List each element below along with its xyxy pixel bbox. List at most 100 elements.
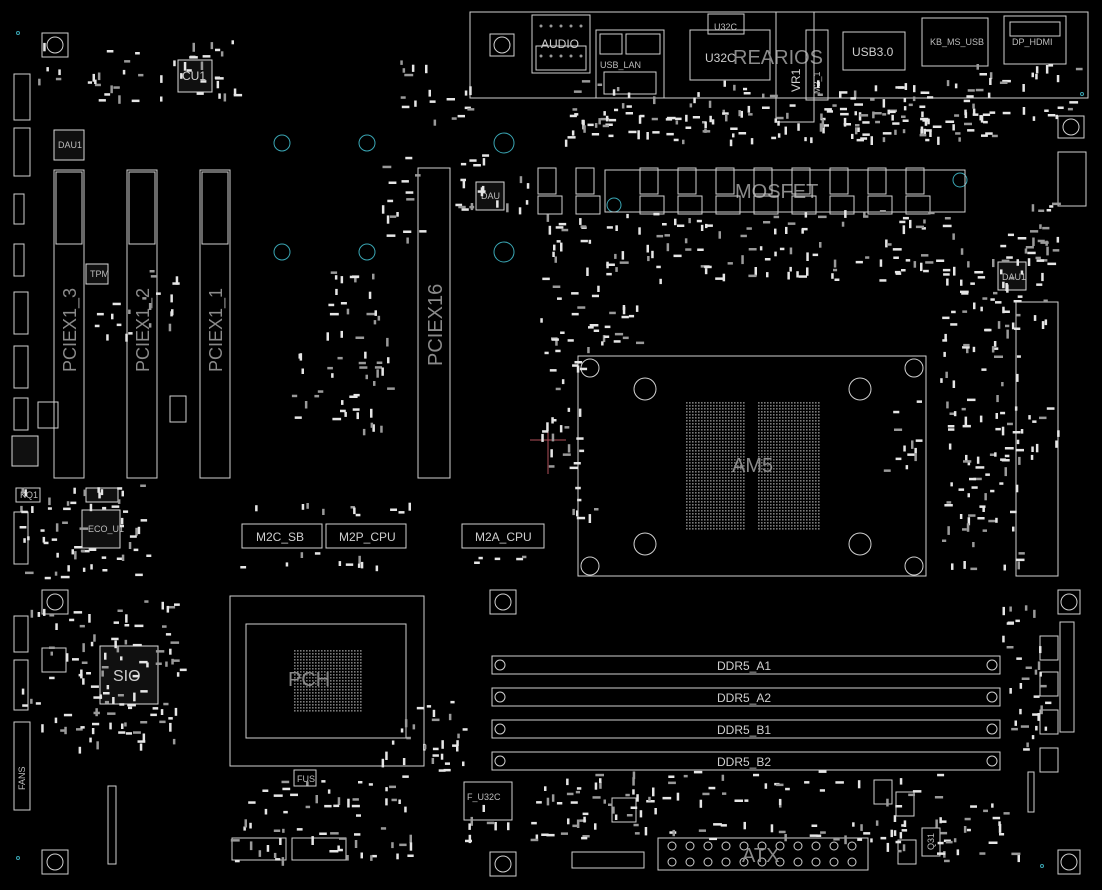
socket-pin [818, 423, 820, 425]
socket-pin [707, 528, 709, 530]
smd-pad [979, 852, 986, 855]
smd-pad [111, 313, 114, 320]
smd-pad [851, 133, 854, 139]
socket-pin [722, 444, 724, 446]
socket-pin [701, 414, 703, 416]
socket-pin [743, 516, 745, 518]
socket-pin [716, 426, 718, 428]
pch-pin [333, 686, 335, 688]
pch-pin [360, 689, 362, 691]
smd-pad [944, 859, 950, 863]
socket-pin [710, 453, 712, 455]
socket-pin [797, 447, 799, 449]
smd-pad [1027, 251, 1036, 255]
socket-pin [770, 510, 772, 512]
socket-pin [719, 504, 721, 506]
socket-pin [800, 450, 802, 452]
pch-pin [360, 668, 362, 670]
smd-pad [351, 804, 360, 808]
socket-pin [791, 459, 793, 461]
smd-pad [874, 112, 882, 115]
smd-pad [402, 758, 406, 766]
socket-pin [818, 432, 820, 434]
socket-pin [812, 519, 814, 521]
socket-pin [686, 426, 688, 428]
smd-pad [955, 132, 961, 135]
pch-pin [309, 662, 311, 664]
pch-pin [339, 665, 341, 667]
smd-pad [448, 713, 452, 721]
socket-pin [692, 504, 694, 506]
smd-pad [985, 132, 993, 135]
kb-ms-usb-connector [921, 17, 989, 67]
socket-pin [764, 435, 766, 437]
socket-pin [800, 408, 802, 410]
socket-pin [803, 429, 805, 431]
smd-pad [972, 542, 975, 548]
socket-pin [788, 516, 790, 518]
socket-pin [722, 477, 724, 479]
socket-pin [773, 435, 775, 437]
smd-pad [90, 685, 99, 688]
smd-pad [764, 783, 768, 789]
smd-pad [1001, 426, 1005, 436]
smd-pad [113, 86, 120, 89]
socket-pin [809, 519, 811, 521]
socket-pin [719, 411, 721, 413]
smd-pad [740, 110, 743, 118]
socket-pin [812, 528, 814, 530]
pch-pin [303, 704, 305, 706]
pch-pin [300, 710, 302, 712]
pciex1-2-slot [126, 169, 158, 479]
smd-pad [975, 88, 984, 92]
socket-pin [785, 471, 787, 473]
socket-pin [785, 504, 787, 506]
smd-pad [66, 501, 70, 506]
smd-pad [304, 401, 308, 409]
socket-pin [734, 456, 736, 458]
socket-pin [797, 438, 799, 440]
smd-pad [740, 234, 747, 238]
socket-pin [779, 522, 781, 524]
socket-pin [773, 423, 775, 425]
smd-pad [80, 549, 85, 553]
socket-pin [758, 465, 760, 467]
socket-pin [770, 513, 772, 515]
smd-pad [1002, 281, 1005, 289]
socket-pin [713, 453, 715, 455]
smd-pad [155, 662, 162, 665]
socket-pin [812, 453, 814, 455]
socket-pin [686, 417, 688, 419]
socket-pin [779, 432, 781, 434]
socket-pin [797, 408, 799, 410]
pch-pin [318, 677, 320, 679]
socket-pin [710, 504, 712, 506]
smd-pad [132, 643, 142, 647]
socket-pin [818, 438, 820, 440]
socket-pin [704, 510, 706, 512]
pch-pin [318, 704, 320, 706]
socket-pin [701, 411, 703, 413]
smd-pad [404, 73, 414, 77]
pch-pin [339, 695, 341, 697]
socket-pin [722, 453, 724, 455]
socket-pin [776, 507, 778, 509]
pch-pin [333, 671, 335, 673]
socket-pin [719, 435, 721, 437]
smd-pad [400, 60, 403, 65]
pch-pin [318, 671, 320, 673]
socket-pin [725, 456, 727, 458]
smd-pad [651, 250, 654, 259]
socket-pin [698, 420, 700, 422]
socket-pin [758, 462, 760, 464]
socket-pin [719, 489, 721, 491]
smd-pad [855, 260, 863, 264]
socket-pin [779, 444, 781, 446]
socket-pin [791, 402, 793, 404]
socket-pin [734, 528, 736, 530]
socket-pin [737, 429, 739, 431]
smd-pad [932, 125, 942, 128]
socket-pin [806, 450, 808, 452]
smd-pad [612, 89, 616, 96]
socket-pin [704, 426, 706, 428]
